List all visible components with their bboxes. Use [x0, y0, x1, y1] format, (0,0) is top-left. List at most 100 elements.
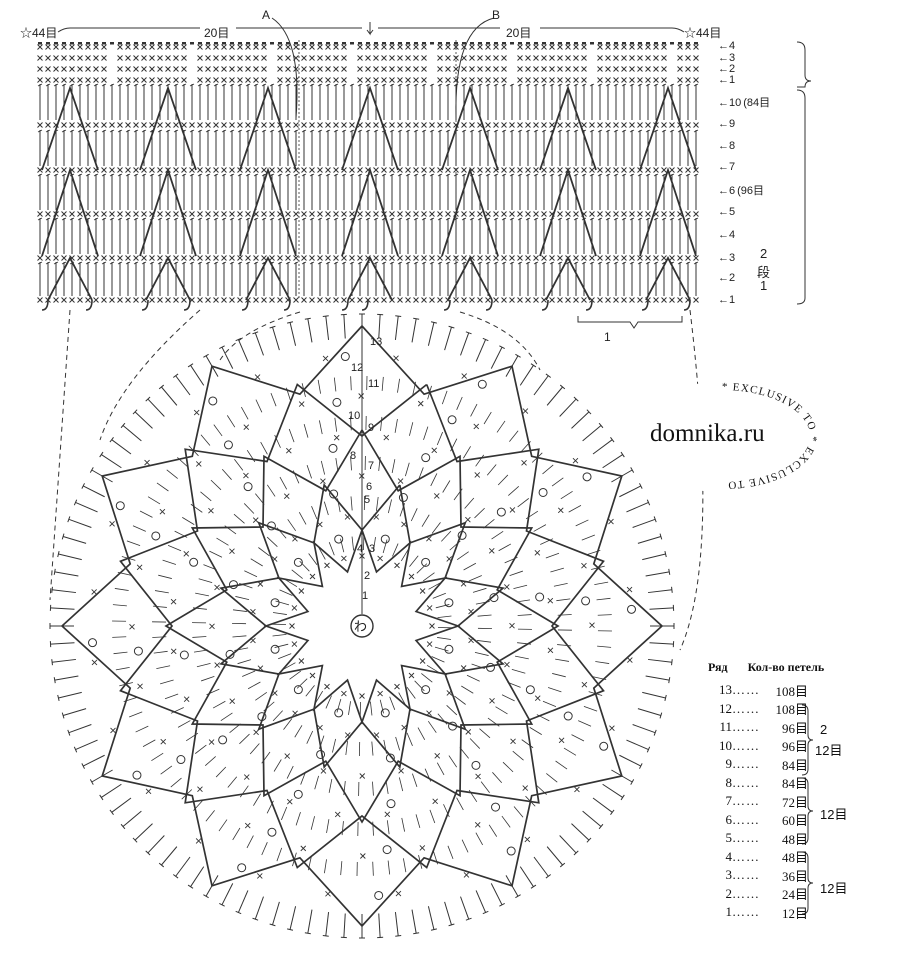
row-number: 11 — [708, 719, 732, 735]
leader-dots: …… — [732, 793, 768, 809]
row-tag-2: ←2 — [718, 272, 735, 284]
row-number: 3 — [708, 867, 732, 883]
band-zigzag-lines — [42, 88, 696, 300]
col-row-header: Ряд — [708, 660, 728, 675]
round-1: 1 — [362, 590, 368, 602]
stitch-table-row: 9……84目 — [708, 755, 888, 774]
point-b-label: B — [492, 8, 500, 22]
row-tag-7: ←7 — [718, 161, 735, 173]
stitch-count: 108目 — [768, 681, 808, 700]
group3-note: 12目 — [820, 878, 847, 897]
stitch-table-row: 12……108目 — [708, 700, 888, 719]
stitch-count: 12目 — [768, 903, 808, 922]
row-tag-3: ←3 — [718, 252, 735, 264]
row-number: 1 — [708, 904, 732, 920]
round-6: 6 — [366, 481, 372, 493]
row-number: 4 — [708, 849, 732, 865]
leader-dots: …… — [732, 867, 768, 883]
stitch-count: 24目 — [768, 884, 808, 903]
stitch-table-row: 5……48目 — [708, 829, 888, 848]
row-number: 9 — [708, 756, 732, 772]
stitch-count: 48目 — [768, 829, 808, 848]
row-tag-9: ←9 — [718, 118, 735, 130]
stitch-count: 108目 — [768, 699, 808, 718]
right-star-label: ☆44目 — [684, 24, 721, 41]
magic-ring-label: わ — [354, 616, 367, 635]
row-tag-8: ←8 — [718, 140, 735, 152]
dan-label-bottom: 1 — [760, 278, 767, 293]
left-span-label: 20目 — [204, 24, 229, 41]
leader-dots: …… — [732, 886, 768, 902]
leader-dots: …… — [732, 756, 768, 772]
row-tag-4: ←4 — [718, 229, 735, 241]
stitch-count: 48目 — [768, 847, 808, 866]
leader-dots: …… — [732, 701, 768, 717]
row-number: 5 — [708, 830, 732, 846]
round-3: 3 — [369, 543, 375, 555]
row-number: 2 — [708, 886, 732, 902]
leader-dots: …… — [732, 849, 768, 865]
stitch-table-row: 7……72目 — [708, 792, 888, 811]
row-number: 10 — [708, 738, 732, 754]
stitch-table-row: 13……108目 — [708, 681, 888, 700]
stitch-table-row: 1……12目 — [708, 903, 888, 922]
round-9: 9 — [368, 422, 374, 434]
stitch-count: 84目 — [768, 773, 808, 792]
right-span-label: 20目 — [506, 24, 531, 41]
row-number: 13 — [708, 682, 732, 698]
leader-dots: …… — [732, 682, 768, 698]
stitch-table-row: 11……96目 — [708, 718, 888, 737]
stitch-table-row: 3……36目 — [708, 866, 888, 885]
row-tag-5: ←5 — [718, 206, 735, 218]
stitch-count: 36目 — [768, 866, 808, 885]
watermark-domain: domnika.ru — [650, 420, 765, 448]
stitch-table-row: 4……48目 — [708, 848, 888, 867]
group1-bottom-note: 12目 — [815, 740, 842, 759]
round-12: 12 — [351, 362, 363, 374]
circle-round-markers — [89, 320, 636, 899]
group2-note: 12目 — [820, 804, 847, 823]
leader-dots: …… — [732, 775, 768, 791]
leader-dots: …… — [732, 904, 768, 920]
round-11: 11 — [368, 378, 379, 390]
stitch-count: 96目 — [768, 718, 808, 737]
row-tag-6: ←6(96目 — [718, 182, 764, 198]
stitch-table-header: Ряд Кол-во петель — [708, 660, 888, 675]
stitch-table-row: 6……60目 — [708, 811, 888, 830]
round-4: 4 — [357, 543, 363, 555]
stitch-count: 84目 — [768, 755, 808, 774]
dan-label-top: 2 — [760, 246, 767, 261]
stitch-count: 72目 — [768, 792, 808, 811]
leader-dots: …… — [732, 719, 768, 735]
round-2: 2 — [364, 570, 370, 582]
stitch-table-row: 8……84目 — [708, 774, 888, 793]
round-5: 5 — [364, 494, 370, 506]
band-row-braces — [578, 42, 811, 328]
group1-top-note: 2 — [820, 722, 827, 737]
round-7: 7 — [368, 460, 374, 472]
row-tag-1: ←1 — [718, 294, 735, 306]
stitch-table-row: 10……96目 — [708, 737, 888, 756]
row-number: 12 — [708, 701, 732, 717]
round-8: 8 — [350, 450, 356, 462]
stitch-count: 96目 — [768, 736, 808, 755]
row-tag-10: ←10(84目 — [718, 94, 770, 110]
row-tag-top-4: ←4 — [718, 40, 735, 52]
point-a-label: A — [262, 8, 270, 22]
stitch-table-row: 2……24目 — [708, 885, 888, 904]
left-star-label: ☆44目 — [20, 24, 57, 41]
leader-dots: …… — [732, 738, 768, 754]
leader-dots: …… — [732, 830, 768, 846]
row-tag-top-1: ←1 — [718, 74, 735, 86]
round-10: 10 — [348, 410, 360, 422]
row-number: 8 — [708, 775, 732, 791]
col-count-header: Кол-во петель — [748, 660, 825, 675]
repeat-label: 1 — [604, 330, 611, 344]
row-number: 7 — [708, 793, 732, 809]
leader-dots: …… — [732, 812, 768, 828]
stitch-count: 60目 — [768, 810, 808, 829]
row-number: 6 — [708, 812, 732, 828]
round-13: 13 — [370, 336, 382, 348]
